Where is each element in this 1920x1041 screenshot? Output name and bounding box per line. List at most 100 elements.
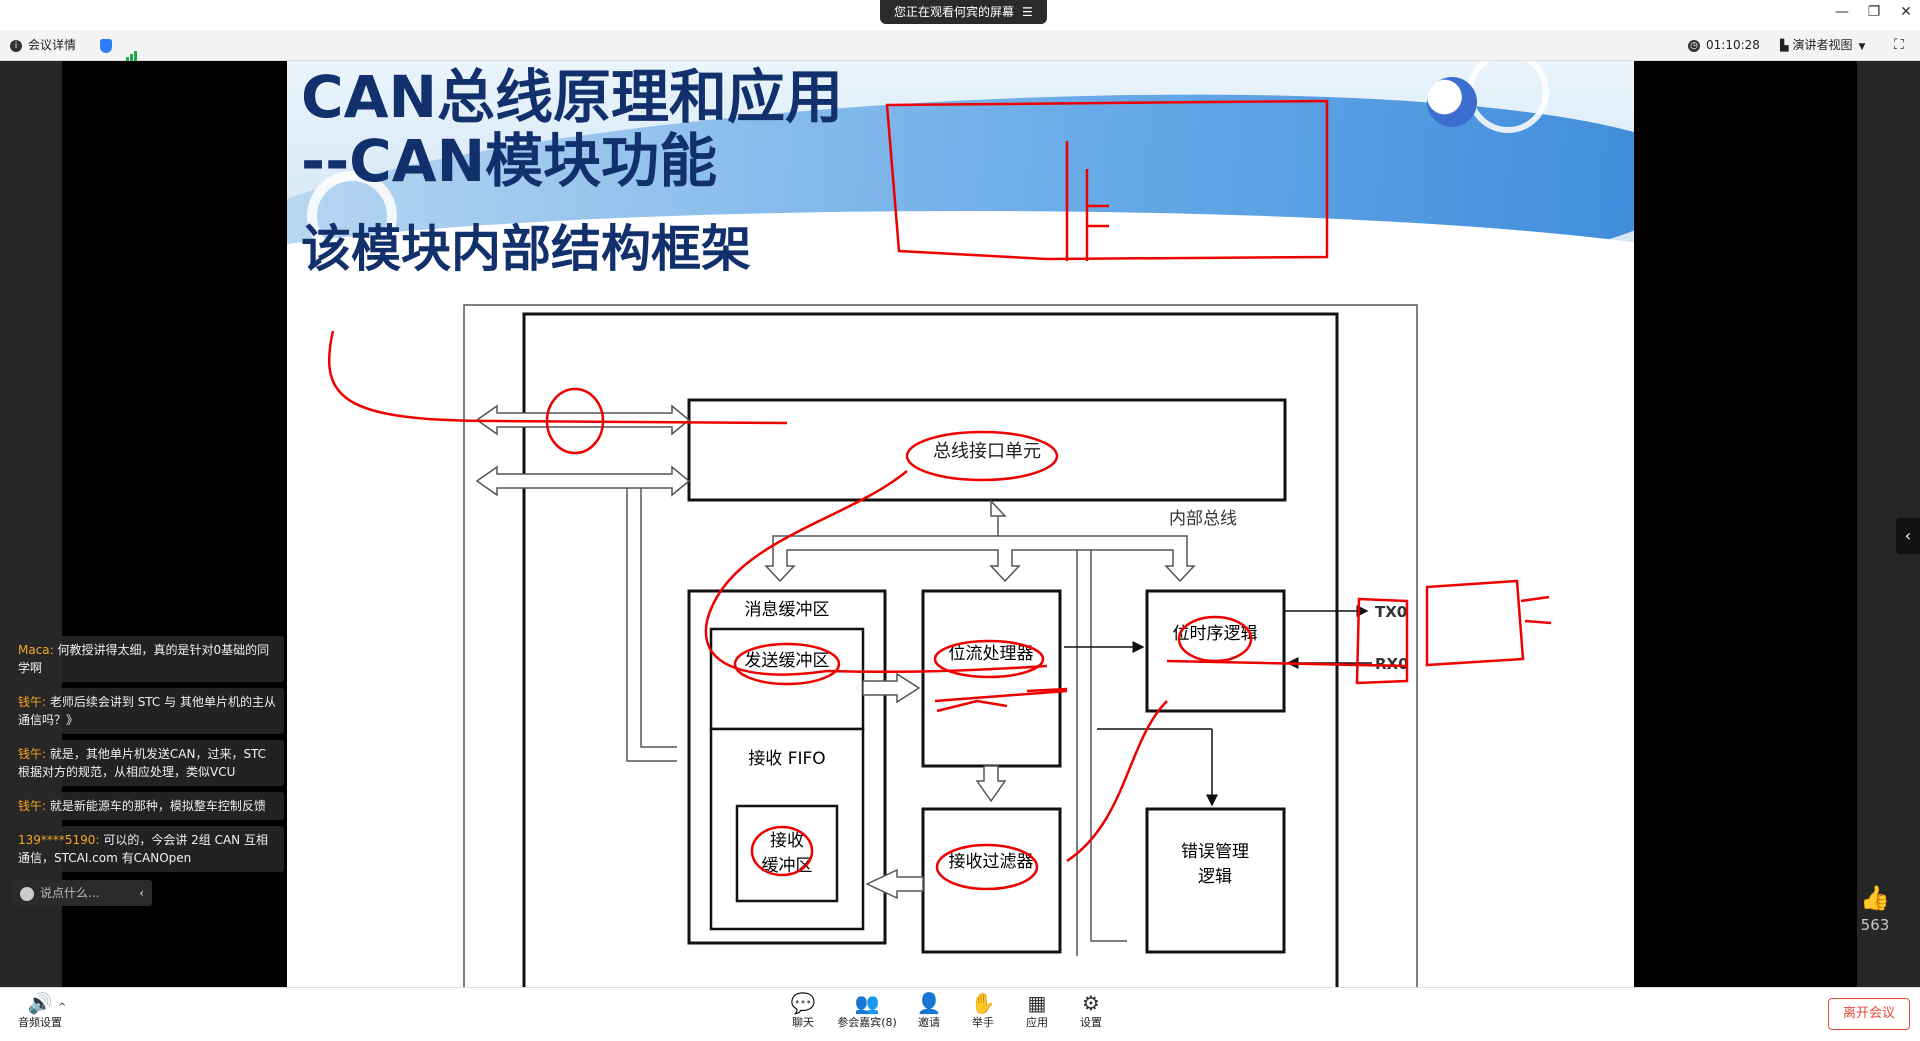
module-frame	[522, 312, 1339, 987]
left-bus-path	[626, 488, 677, 762]
meeting-timer: ◷ 01:10:28	[1688, 30, 1760, 60]
annotation-circle-bus-interface	[905, 430, 1059, 482]
presentation-slide: CAN总线原理和应用 --CAN模块功能 该模块内部结构框架 总线接口单元 内部…	[287, 61, 1634, 987]
signal-icon	[126, 31, 138, 61]
red-pen-annotations	[327, 99, 1552, 891]
leave-meeting-button[interactable]: 离开会议	[1828, 998, 1910, 1030]
side-panel-toggle[interactable]: ‹	[1896, 518, 1920, 554]
network-signal-button[interactable]	[126, 30, 138, 61]
filter-to-rx-arrow	[865, 868, 924, 900]
meeting-toolbar: i 会议详情 ◷ 01:10:28 ▙演讲者视图 ▼ ⛶	[0, 30, 1920, 61]
settings-label: 设置	[1080, 1016, 1102, 1029]
bitstream-box	[921, 589, 1062, 768]
rx-fifo-label: 接收 FIFO	[748, 749, 825, 769]
emoji-icon[interactable]	[20, 886, 34, 901]
error-mgmt-label-1: 错误管理	[1181, 842, 1249, 862]
meeting-details-label: 会议详情	[28, 38, 77, 52]
slide-banner	[287, 61, 1634, 371]
view-mode-dropdown[interactable]: ▙演讲者视图 ▼	[1780, 30, 1865, 60]
timer-text: 01:10:28	[1706, 38, 1760, 52]
apps-grid-icon: ▦	[1027, 991, 1047, 1015]
bus-interface-box	[687, 398, 1287, 502]
annotation-line-rx	[1166, 659, 1408, 668]
chat-button[interactable]: 💬聊天	[780, 992, 826, 1030]
screen-share-notice[interactable]: 您正在观看何宾的屏幕 ☰	[880, 0, 1047, 24]
raise-hand-button[interactable]: ✋举手	[960, 992, 1006, 1030]
chevron-up-icon: ^	[58, 1002, 67, 1013]
annotation-circle-rx-filter	[935, 843, 1039, 891]
thumbs-up-icon: 👍	[1860, 884, 1890, 912]
chat-sender: 139****5190:	[18, 833, 100, 847]
like-button[interactable]: 👍 563	[1855, 884, 1895, 934]
shield-icon	[100, 38, 112, 53]
tx0-label: TX0	[1375, 603, 1407, 621]
error-mgmt-label-2: 逻辑	[1198, 867, 1232, 887]
bitstream-to-filter-arrow	[975, 765, 1007, 803]
chat-input-placeholder: 说点什么...	[40, 886, 100, 900]
chat-message: 钱午: 就是，其他单片机发送CAN，过来，STC 根据对方的规范，从相应处理，类…	[12, 740, 284, 786]
gear-icon: ⚙	[1082, 991, 1100, 1015]
chat-text: 老师后续会讲到 STC 与 其他单片机的主从通信吗？》	[18, 695, 276, 727]
bit-timing-label: 位时序逻辑	[1173, 624, 1258, 644]
invite-user-icon: 👤	[916, 991, 942, 1015]
window-titlebar: 您正在观看何宾的屏幕 ☰ — ❐ ✕	[0, 0, 1920, 30]
annotation-lines-top	[1065, 141, 1109, 261]
presenter-view-icon: ▙	[1780, 39, 1789, 52]
right-letterbox	[1634, 61, 1857, 987]
chat-sender: 钱午:	[18, 799, 47, 813]
apps-button[interactable]: ▦应用	[1014, 992, 1060, 1030]
bit-timing-box	[1145, 589, 1286, 713]
invite-label: 邀请	[918, 1016, 940, 1029]
banner-wave-white	[287, 211, 1634, 351]
participants-label: 参会嘉宾(8)	[837, 1016, 897, 1029]
participants-icon: 👥	[854, 991, 880, 1015]
participants-button[interactable]: 👥参会嘉宾(8)	[836, 992, 898, 1030]
tx-to-bitstream-arrow	[862, 672, 921, 704]
fullscreen-icon: ⛶	[1894, 37, 1904, 53]
security-shield-button[interactable]	[100, 30, 112, 60]
chat-message: 139****5190: 可以的，今会讲 2组 CAN 互相通信，STCAI.c…	[12, 826, 284, 872]
meeting-details-button[interactable]: i 会议详情	[10, 30, 76, 60]
restore-button[interactable]: ❐	[1867, 4, 1881, 20]
chat-text: 就是新能源车的那种，模拟整车控制反馈	[49, 799, 266, 813]
clock-icon: ◷	[1688, 39, 1700, 52]
rx-buffer-box	[735, 804, 839, 903]
annotation-rect-txrx	[1355, 597, 1409, 685]
chat-input[interactable]: 说点什么... ‹	[12, 880, 152, 906]
annotation-curve-timing	[1066, 700, 1168, 863]
rx-filter-label: 接收过滤器	[949, 852, 1034, 872]
annotation-curve-tx	[704, 470, 1048, 676]
info-icon: i	[10, 39, 22, 52]
message-buffer-label: 消息缓冲区	[745, 600, 830, 620]
close-button[interactable]: ✕	[1900, 4, 1912, 20]
settings-button[interactable]: ⚙设置	[1068, 992, 1114, 1030]
audio-settings-button[interactable]: 🔊音频设置	[12, 992, 68, 1030]
chat-sender: 钱午:	[18, 695, 47, 709]
chat-message: Maca: 何教授讲得太细，真的是针对0基础的同学啊	[12, 636, 284, 682]
chevron-down-icon: ▼	[1858, 42, 1866, 52]
minimize-button[interactable]: —	[1835, 4, 1849, 20]
internal-bus-line	[1076, 550, 1127, 956]
bus-arrow-1	[475, 404, 691, 436]
annotation-circle-rx-buffer	[750, 825, 814, 877]
share-notice-text: 您正在观看何宾的屏幕	[894, 5, 1015, 19]
audio-settings-label: 音频设置	[18, 1016, 62, 1029]
bus-interface-label: 总线接口单元	[933, 441, 1041, 462]
internal-bus-arrow	[764, 499, 1196, 583]
error-mgmt-box	[1145, 807, 1286, 954]
chat-label: 聊天	[792, 1016, 814, 1029]
chat-text: 可以的，今会讲 2组 CAN 互相通信，STCAI.com 有CANOpen	[18, 833, 268, 865]
collapse-chat-icon[interactable]: ‹	[139, 886, 144, 900]
hand-icon: ✋	[970, 991, 996, 1015]
view-mode-label: 演讲者视图	[1792, 38, 1853, 52]
fullscreen-button[interactable]: ⛶	[1894, 30, 1904, 60]
chat-text: 何教授讲得太细，真的是针对0基础的同学啊	[18, 643, 270, 675]
annotation-circle-bitstream	[933, 639, 1045, 679]
invite-button[interactable]: 👤邀请	[906, 992, 952, 1030]
annotation-curve-left	[327, 330, 788, 425]
like-count: 563	[1860, 916, 1890, 934]
audio-menu-toggle[interactable]: ^	[58, 1002, 66, 1013]
apps-label: 应用	[1026, 1016, 1048, 1029]
tx-buffer-box	[709, 627, 865, 731]
list-icon: ☰	[1022, 5, 1033, 19]
